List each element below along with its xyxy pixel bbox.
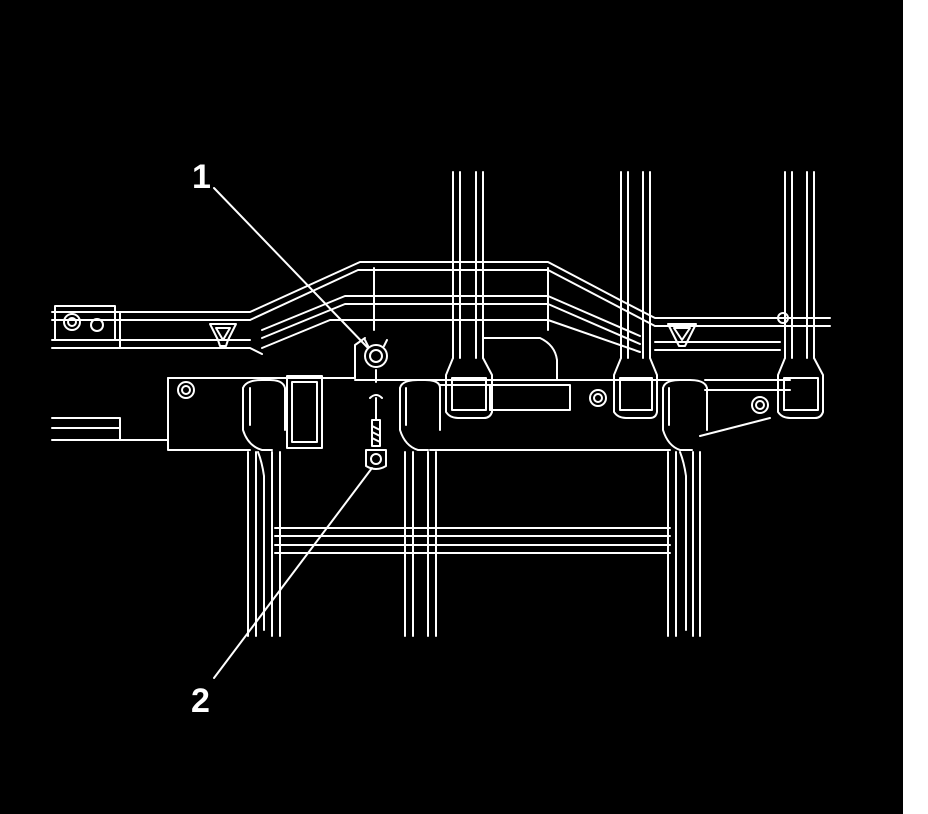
callout-label-2: 2 [191,682,210,720]
lower-leg-left-collar [286,375,323,449]
crossmember-nut-right [751,396,769,414]
lower-cross-tubes [274,527,671,554]
bracket-bolt-left [177,381,195,399]
leader-line-1 [213,187,369,349]
rail-nut-left [63,313,104,332]
upper-post-center [613,171,658,419]
rail-nut-right [777,312,789,324]
callout-label-1: 1 [192,158,211,196]
nut [364,339,388,383]
bolt [365,419,387,470]
rail-clip-right [667,323,697,347]
bolt-axis [369,394,383,421]
upper-frame-rail [51,261,831,355]
leader-line-2 [213,467,373,679]
upper-post-left [445,171,493,419]
upper-post-right [777,171,824,419]
lower-leg-left [242,379,286,637]
lower-leg-right [662,379,708,637]
crossmember-nut-center [589,389,607,407]
rail-clip-left [209,323,237,347]
lower-leg-center [399,379,441,637]
